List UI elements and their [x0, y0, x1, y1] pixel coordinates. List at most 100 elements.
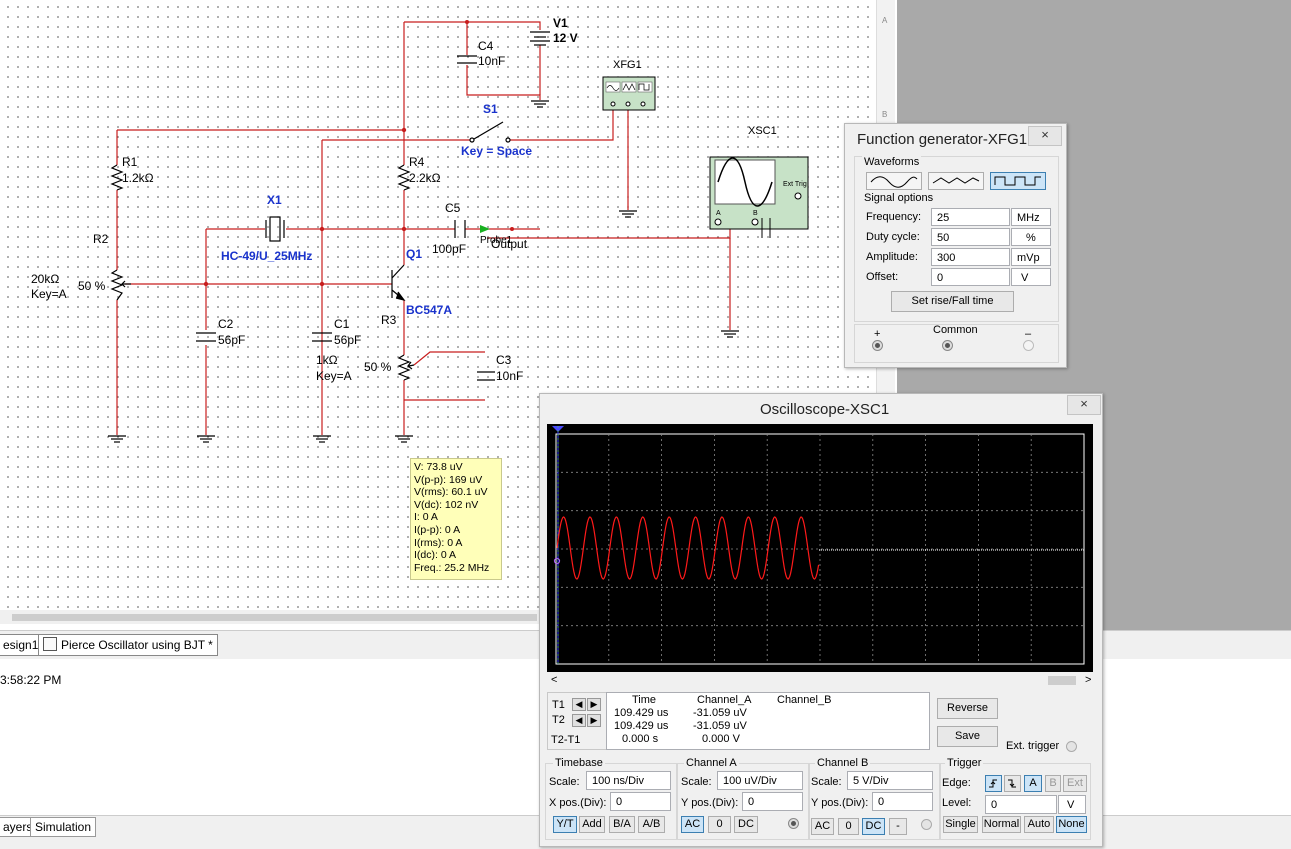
set-rise-fall-button[interactable]: Set rise/Fall time [891, 291, 1014, 312]
common-terminal[interactable] [942, 340, 953, 351]
r2-percent[interactable]: 50 % [78, 279, 106, 293]
plus-terminal[interactable] [872, 340, 883, 351]
amplitude-unit[interactable]: mVp [1011, 248, 1051, 266]
timebase-ab-button[interactable]: A/B [638, 816, 665, 833]
c5-name: C5 [445, 201, 461, 215]
terminals-group [854, 324, 1059, 363]
tab-design1[interactable]: esign1 [0, 634, 44, 656]
close-button[interactable]: × [1067, 395, 1101, 415]
channel-b-ac-button[interactable]: AC [811, 818, 834, 835]
tab-pierce-oscillator[interactable]: Pierce Oscillator using BJT * [38, 634, 218, 656]
trigger-single-button[interactable]: Single [943, 816, 978, 833]
probe-label[interactable]: Probe1 [480, 235, 513, 246]
timebase-scale-input[interactable]: 100 ns/Div [586, 771, 671, 790]
amplitude-input[interactable]: 300 [931, 248, 1010, 266]
oscilloscope-screen[interactable] [547, 424, 1093, 672]
falling-edge-icon[interactable] [1004, 775, 1021, 792]
r2-name: R2 [93, 232, 109, 246]
graticule-grid [556, 434, 1084, 664]
channel-b-label: Channel B [815, 757, 871, 769]
trigger-none-button[interactable]: None [1056, 816, 1087, 833]
timebase-yt-button[interactable]: Y/T [553, 816, 577, 833]
close-button[interactable]: × [1028, 126, 1062, 146]
probe-i: I: 0 A [414, 511, 438, 524]
duty-cycle-unit[interactable]: % [1011, 228, 1051, 246]
timebase-xpos-input[interactable]: 0 [610, 792, 671, 811]
probe-irms: I(rms): 0 A [414, 536, 463, 549]
save-button[interactable]: Save [937, 726, 998, 747]
c5-value: 100pF [432, 242, 467, 256]
channel-a-terminal[interactable] [788, 818, 799, 829]
probe-ipp: I(p-p): 0 A [414, 523, 461, 536]
schematic-canvas[interactable] [0, 0, 880, 610]
frequency-label: Frequency: [866, 211, 922, 223]
ruler-mark: A [882, 16, 888, 25]
tab-simulation[interactable]: Simulation [30, 817, 97, 837]
horizontal-scroll-thumb[interactable] [12, 614, 537, 621]
channel-b-scale-input[interactable]: 5 V/Div [847, 771, 933, 790]
scroll-left-icon[interactable]: < [551, 674, 558, 686]
readout-header-channel-b: Channel_B [777, 694, 832, 706]
readout-t1-time: 109.429 us [614, 707, 669, 719]
scope-scroll-thumb[interactable] [1048, 676, 1076, 685]
c4-name: C4 [478, 39, 494, 53]
scope-scrollbar[interactable] [547, 674, 1093, 688]
trigger-level-unit[interactable]: V [1058, 795, 1086, 814]
xsc1-name[interactable]: XSC1 [748, 125, 777, 137]
frequency-unit[interactable]: MHz [1011, 208, 1051, 226]
timebase-ba-button[interactable]: B/A [609, 816, 635, 833]
cursor-t1-marker [552, 426, 564, 432]
channel-b-dc-button[interactable]: DC [862, 818, 885, 835]
triangle-wave-button[interactable] [928, 172, 984, 190]
r2-value: 20kΩ [31, 272, 60, 286]
minus-terminal[interactable] [1023, 340, 1034, 351]
channel-b-terminal[interactable] [921, 819, 932, 830]
r3-percent[interactable]: 50 % [364, 360, 392, 374]
scroll-right-icon[interactable]: > [1085, 674, 1092, 686]
ext-trigger-terminal[interactable] [1066, 741, 1077, 752]
square-wave-button[interactable] [990, 172, 1046, 190]
ext-trigger-label: Ext. trigger [1006, 740, 1060, 752]
offset-unit[interactable]: V [1011, 268, 1051, 286]
timebase-group [545, 763, 677, 840]
t2-right-arrow-icon[interactable]: ▶ [587, 714, 601, 727]
trigger-source-a-button[interactable]: A [1024, 775, 1042, 792]
t2-label: T2 [552, 714, 565, 726]
offset-input[interactable]: 0 [931, 268, 1010, 286]
channel-b-ypos-input[interactable]: 0 [872, 792, 933, 811]
channel-b-invert-button[interactable]: - [889, 818, 907, 835]
close-icon: × [1041, 127, 1049, 142]
schematic-wiring [108, 20, 809, 443]
trigger-source-b-button[interactable]: B [1045, 775, 1061, 792]
t1-right-arrow-icon[interactable]: ▶ [587, 698, 601, 711]
probe-vdc: V(dc): 102 nV [414, 498, 479, 511]
duty-cycle-input[interactable]: 50 [931, 228, 1010, 246]
channel-a-scale-input[interactable]: 100 uV/Div [717, 771, 803, 790]
scope-ext-trig-label: Ext Trig [783, 181, 807, 188]
channel-b-ypos-label: Y pos.(Div): [811, 797, 869, 809]
channel-a-ac-button[interactable]: AC [681, 816, 704, 833]
channel-a-ypos-input[interactable]: 0 [742, 792, 803, 811]
channel-a-dc-button[interactable]: DC [734, 816, 758, 833]
r3-name: R3 [381, 313, 397, 327]
timebase-add-button[interactable]: Add [579, 816, 605, 833]
xfg1-name[interactable]: XFG1 [613, 59, 642, 71]
q1-value: BC547A [406, 303, 453, 317]
waveforms-group [854, 156, 1059, 322]
s1-name[interactable]: S1 [483, 102, 498, 116]
channel-b-group [809, 763, 941, 840]
t2-left-arrow-icon[interactable]: ◀ [572, 714, 586, 727]
q1-name: Q1 [406, 247, 423, 261]
trigger-auto-button[interactable]: Auto [1024, 816, 1054, 833]
trigger-level-input[interactable]: 0 [985, 795, 1057, 814]
trigger-source-ext-button[interactable]: Ext [1063, 775, 1087, 792]
frequency-input[interactable]: 25 [931, 208, 1010, 226]
channel-b-zero-button[interactable]: 0 [838, 818, 859, 835]
rising-edge-icon[interactable] [985, 775, 1002, 792]
t1-left-arrow-icon[interactable]: ◀ [572, 698, 586, 711]
trigger-normal-button[interactable]: Normal [982, 816, 1021, 833]
reverse-button[interactable]: Reverse [937, 698, 998, 719]
sine-wave-button[interactable] [866, 172, 922, 190]
s1-key: Key = Space [461, 144, 533, 158]
channel-a-zero-button[interactable]: 0 [708, 816, 731, 833]
